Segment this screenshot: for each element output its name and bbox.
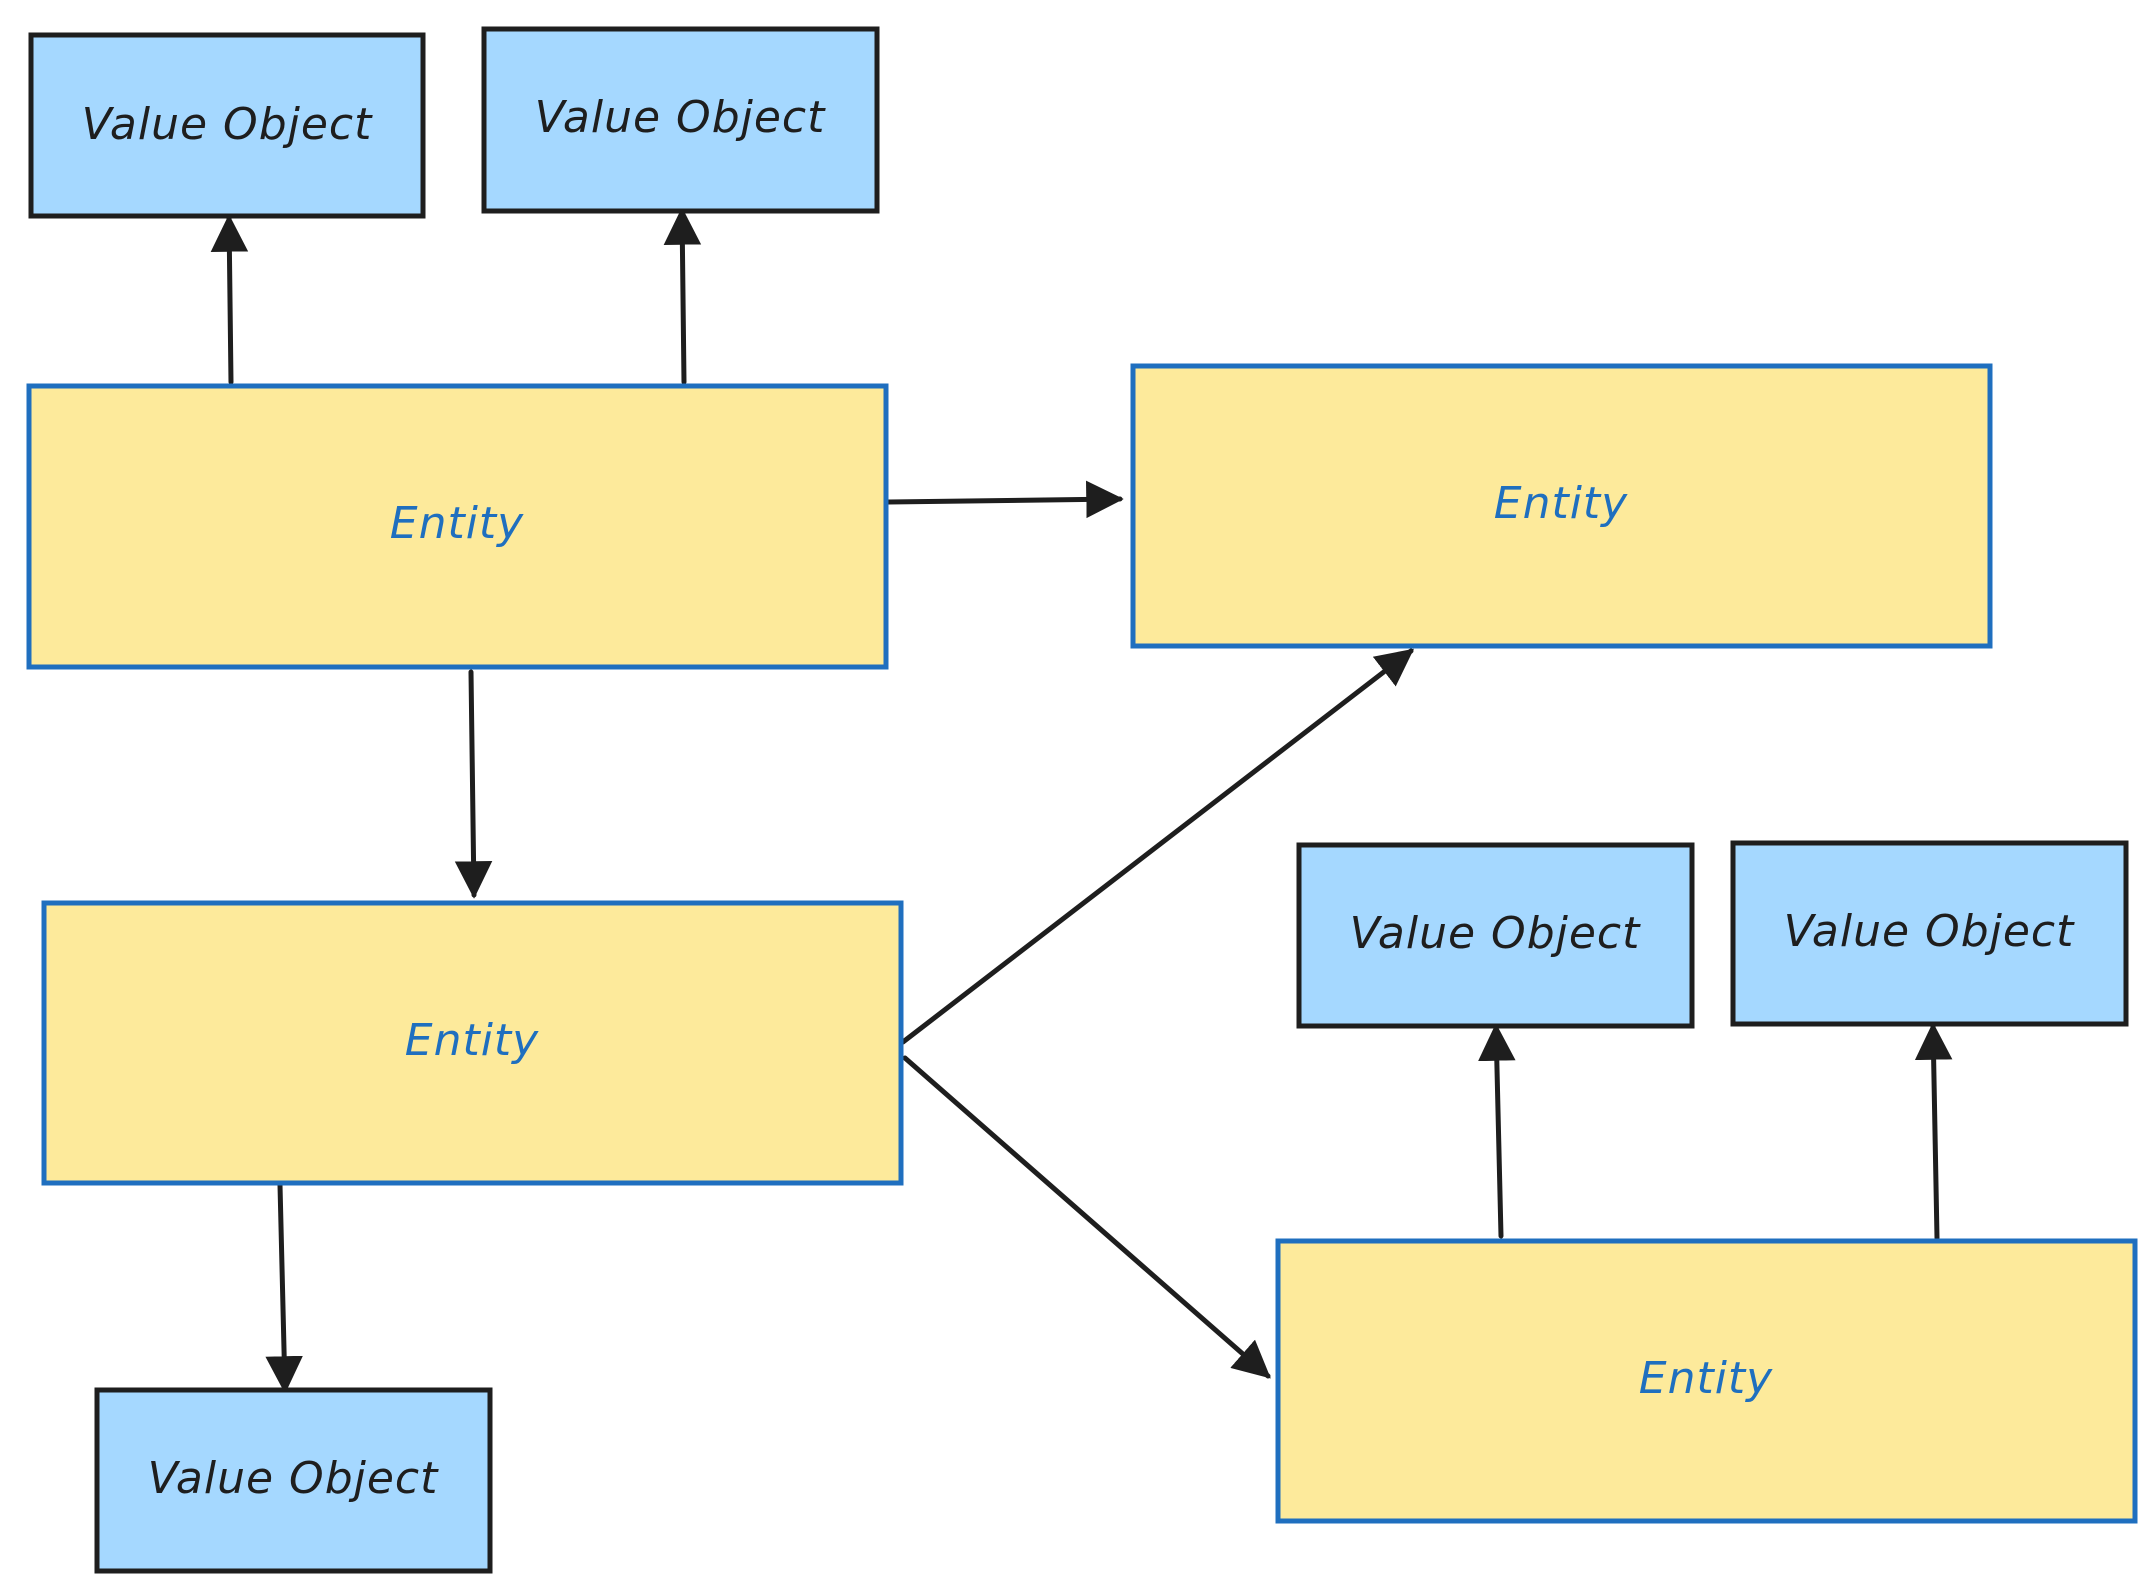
value-object-node[interactable]: Value Object: [94, 1387, 493, 1574]
value-object-node[interactable]: Value Object: [1296, 842, 1695, 1029]
arrow-entity3-to-entity2: [900, 648, 1414, 1045]
value-object-label: Value Object: [148, 1453, 439, 1504]
entity-label: Entity: [390, 498, 524, 549]
entity-label: Entity: [405, 1015, 539, 1066]
value-object-label: Value Object: [1784, 906, 2075, 957]
entity-node[interactable]: Entity: [1130, 363, 1993, 649]
value-object-node[interactable]: Value Object: [481, 26, 880, 214]
value-object-label: Value Object: [1350, 908, 1641, 959]
arrow-entity3-to-entity4: [902, 1055, 1271, 1379]
arrow-entity4-to-value-object3: [1478, 1023, 1516, 1239]
arrow-entity3-to-value-object5: [265, 1182, 303, 1394]
arrow-entity4-to-value-object4: [1914, 1022, 1953, 1241]
entity-node[interactable]: Entity: [26, 383, 889, 670]
value-object-node[interactable]: Value Object: [28, 32, 426, 219]
arrow-entity1-to-value-object1: [210, 214, 249, 385]
value-object-label: Value Object: [82, 99, 373, 150]
arrow-entity1-to-entity3: [454, 669, 493, 899]
value-object-node[interactable]: Value Object: [1730, 840, 2129, 1027]
arrow-entity1-to-value-object2: [663, 207, 702, 385]
arrows: [210, 207, 1953, 1394]
value-object-label: Value Object: [535, 92, 826, 143]
entity-node[interactable]: Entity: [41, 900, 904, 1186]
entity-label: Entity: [1494, 478, 1628, 529]
arrow-entity1-to-entity2: [884, 480, 1124, 519]
entity-node[interactable]: Entity: [1275, 1238, 2138, 1524]
entity-label: Entity: [1639, 1353, 1773, 1404]
